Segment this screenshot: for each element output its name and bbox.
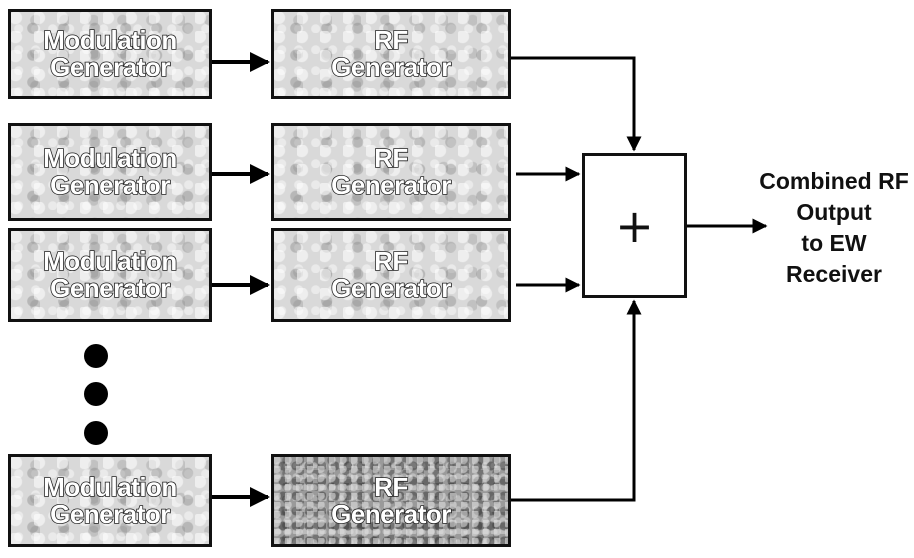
signal-combiner: + [582, 153, 687, 298]
output-label-line: Receiver [786, 261, 882, 287]
ellipsis-dot [84, 344, 108, 368]
modulation-generator-3: Modulation Generator [8, 228, 212, 322]
box-label-line: Generator [330, 498, 452, 529]
arrow-rf1-to-combiner [511, 56, 642, 152]
box-label-line: Generator [49, 52, 171, 82]
box-label-line: Generator [49, 273, 171, 303]
box-label-line: Modulation [42, 143, 178, 173]
rf-generator-3: RF Generator [271, 228, 511, 322]
rf-generator-1: RF Generator [271, 9, 511, 99]
output-label-line: Output [796, 199, 872, 225]
output-label-line: to EW [801, 230, 867, 256]
box-label-line: Modulation [42, 471, 178, 502]
modulation-generator-4: Modulation Generator [8, 454, 212, 547]
ellipsis-dot [84, 382, 108, 406]
box-label-line: Generator [330, 273, 452, 303]
box-label-line: RF [373, 246, 409, 276]
modulation-generator-1: Modulation Generator [8, 9, 212, 99]
box-label-line: Modulation [42, 246, 178, 276]
box-label-line: RF [373, 143, 409, 173]
rf-generator-4: RF Generator [271, 454, 511, 547]
plus-icon: + [615, 198, 654, 253]
ellipsis-dot [84, 421, 108, 445]
box-label-line: Generator [330, 170, 452, 200]
box-label-line: Modulation [42, 25, 178, 55]
output-label-line: Combined RF [759, 168, 909, 194]
rf-generator-2: RF Generator [271, 123, 511, 221]
box-label-line: RF [373, 471, 409, 502]
box-label-line: RF [373, 25, 409, 55]
modulation-generator-2: Modulation Generator [8, 123, 212, 221]
arrow-rf4-to-combiner [511, 299, 642, 502]
box-label-line: Generator [330, 52, 452, 82]
box-label-line: Generator [49, 170, 171, 200]
box-label-line: Generator [49, 498, 171, 529]
output-label: Combined RF Output to EW Receiver [754, 166, 914, 290]
